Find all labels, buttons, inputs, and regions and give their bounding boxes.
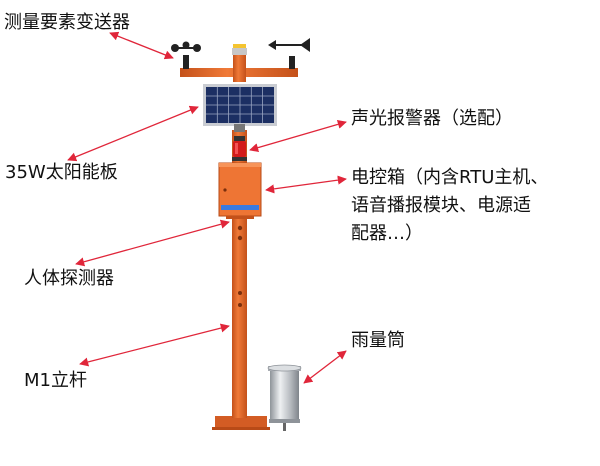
top-beacon <box>232 48 247 55</box>
wind-vane-icon <box>268 38 310 69</box>
alarm-light-icon <box>232 136 247 161</box>
label-box-line1: 电控箱（内含RTU主机、 <box>351 167 549 188</box>
arrow-sensor <box>109 31 174 60</box>
pole-hole-3 <box>238 291 242 295</box>
arrow-rain <box>303 350 347 384</box>
anemometer-icon <box>171 41 201 69</box>
pole-hole-2 <box>237 235 243 241</box>
label-pole: M1立杆 <box>24 370 87 391</box>
label-solar: 35W太阳能板 <box>5 162 118 183</box>
arrow-solar <box>67 105 199 162</box>
top-beacon-cap <box>233 44 246 48</box>
label-alarm: 声光报警器（选配） <box>351 108 513 129</box>
control-box <box>218 162 262 219</box>
solar-panel <box>203 84 277 126</box>
label-human: 人体探测器 <box>24 268 114 289</box>
base-plate-shadow <box>212 427 270 430</box>
label-box-line3: 配器…） <box>351 223 423 244</box>
panel-bracket <box>234 124 245 132</box>
base-plate <box>215 416 267 429</box>
arrow-box <box>265 175 347 194</box>
label-sensor: 测量要素变送器 <box>4 12 130 33</box>
arrow-human <box>75 219 230 267</box>
rain-gauge <box>267 364 302 431</box>
arrow-alarm <box>249 119 347 153</box>
pole-hole-1 <box>237 225 243 231</box>
label-rain: 雨量筒 <box>351 330 405 351</box>
top-mast <box>233 52 246 82</box>
pole-hole-4 <box>238 303 242 307</box>
arrow-pole <box>79 323 230 367</box>
label-box-line2: 语音播报模块、电源适 <box>351 195 531 216</box>
